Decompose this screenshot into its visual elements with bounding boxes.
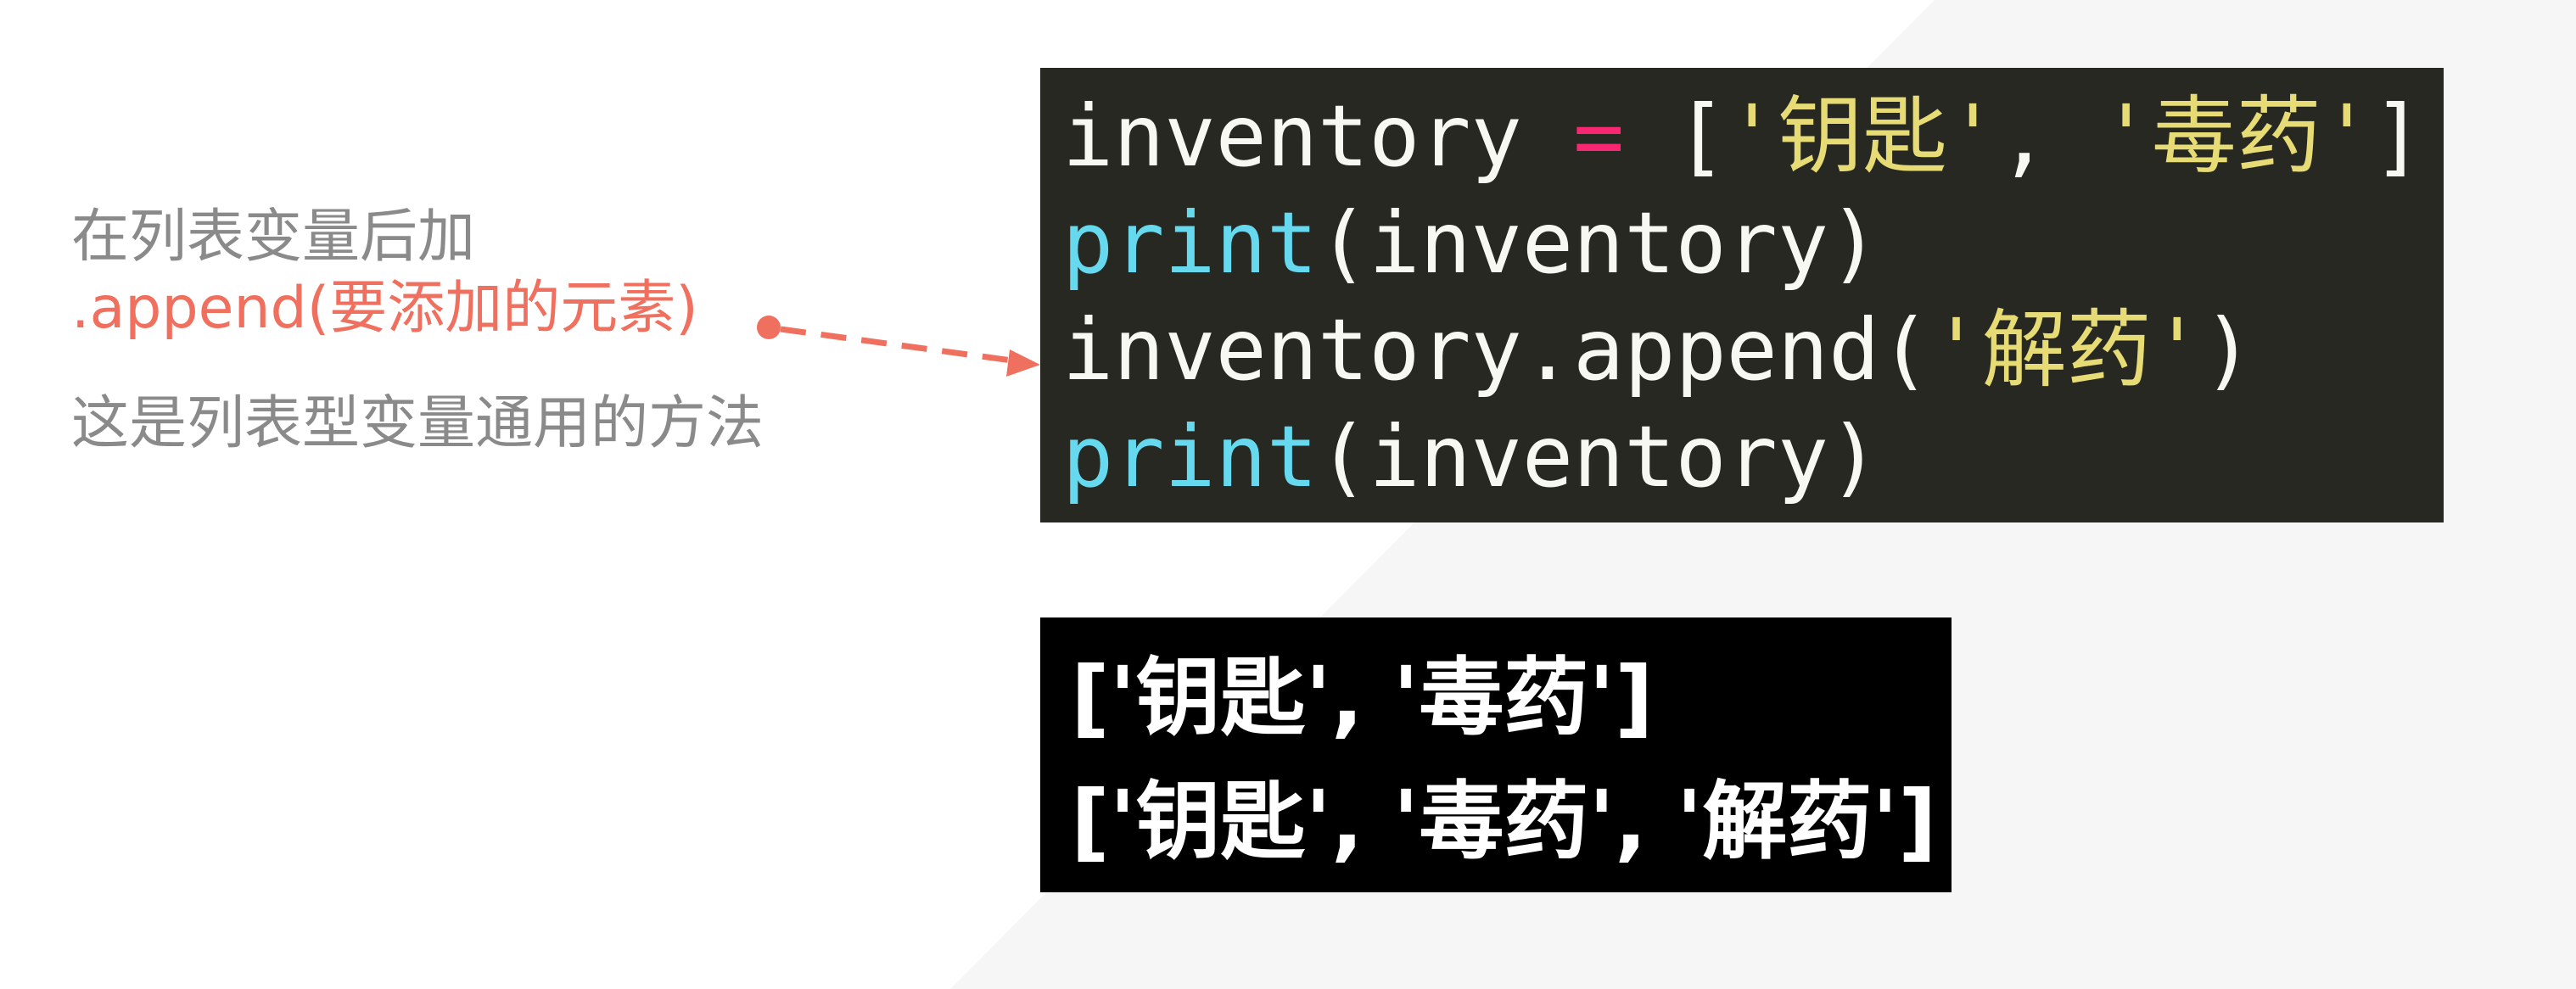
- code-var: inventory: [1062, 87, 1522, 186]
- code-print-fn-2: print: [1062, 407, 1319, 506]
- annotation-block: 在列表变量后加 .append(要添加的元素) 这是列表型变量通用的方法: [71, 202, 835, 460]
- code-append-string: '解药': [1930, 300, 2203, 400]
- output-line-2: ['钥匙', '毒药', '解药']: [1071, 772, 1937, 871]
- code-string-1: '钥匙': [1726, 87, 1999, 186]
- code-line-4: print(inventory): [1062, 404, 2444, 511]
- pointer-arrow: [757, 316, 1040, 377]
- annotation-line-1: 在列表变量后加: [71, 204, 476, 271]
- code-editor-panel: inventory = ['钥匙', '毒药'] print(inventory…: [1040, 68, 2444, 522]
- code-append-close: ): [2202, 300, 2254, 400]
- code-append-call: inventory.append(: [1062, 300, 1931, 400]
- code-string-2: '毒药': [2100, 87, 2373, 186]
- code-bracket-open: [: [1675, 87, 1727, 186]
- arrow-start-dot: [757, 316, 781, 339]
- arrow-dashed-line: [780, 326, 1019, 365]
- code-assign-op: =: [1573, 87, 1625, 186]
- code-print-args-2: (inventory): [1318, 407, 1880, 506]
- output-line-1: ['钥匙', '毒药']: [1071, 648, 1654, 747]
- code-line-1: inventory = ['钥匙', '毒药']: [1062, 83, 2444, 190]
- annotation-line-3: 这是列表型变量通用的方法: [71, 390, 764, 457]
- code-comma: ,: [1998, 87, 2050, 186]
- code-bracket-close: ]: [2372, 87, 2424, 186]
- arrow-head: [1006, 349, 1040, 377]
- code-line-2: print(inventory): [1062, 190, 2444, 297]
- console-output-panel: ['钥匙', '毒药'] ['钥匙', '毒药', '解药']: [1040, 617, 1952, 892]
- annotation-append-method: .append(要添加的元素): [71, 275, 698, 342]
- code-print-args: (inventory): [1318, 193, 1880, 293]
- code-print-fn: print: [1062, 193, 1319, 293]
- code-line-3: inventory.append('解药'): [1062, 297, 2444, 404]
